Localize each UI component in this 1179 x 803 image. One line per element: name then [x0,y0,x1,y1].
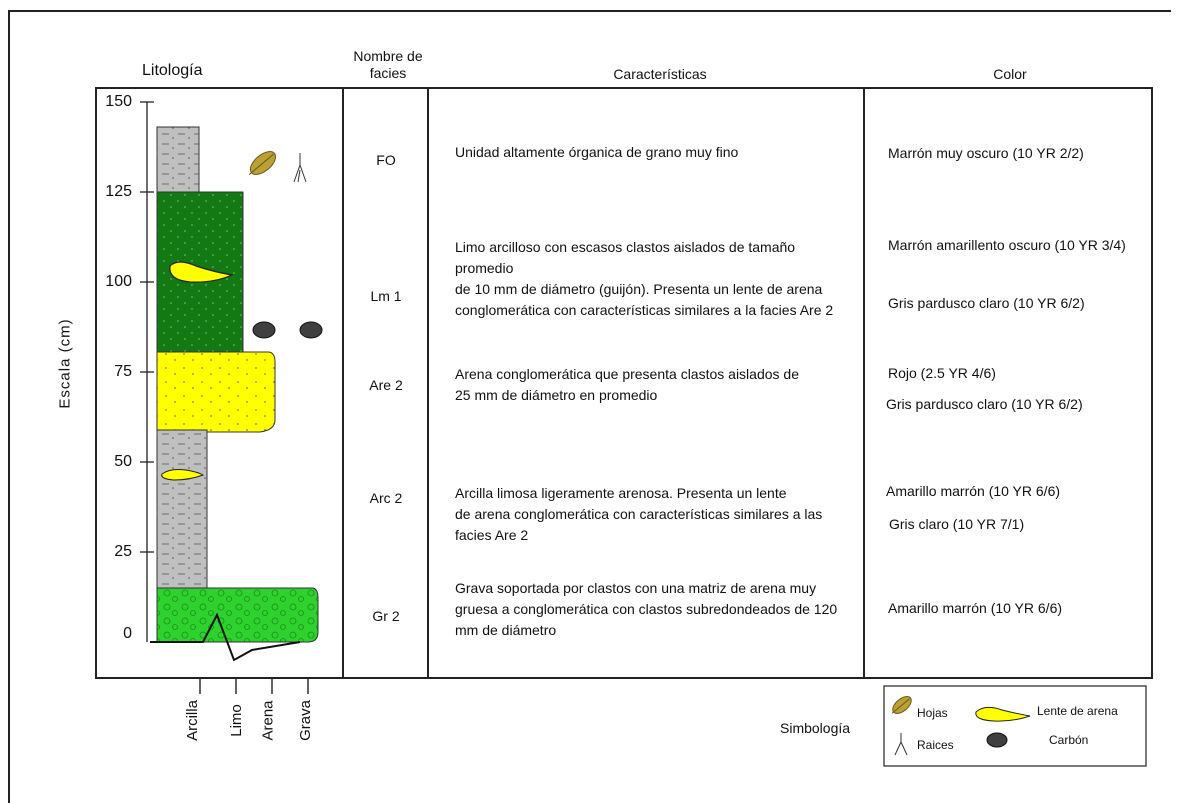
description-line: facies Are 2 [455,527,529,543]
description-fo: Unidad altamente órganica de grano muy f… [455,142,855,163]
roots-icon [293,153,307,183]
grain-label-arcilla: Arcilla [183,700,201,741]
legend-title: Simbología [780,720,851,736]
tick-label-125: 125 [105,183,132,200]
legend-box [883,685,1147,767]
tick-label-25: 25 [114,543,132,560]
facies-code-arc2: Arc 2 [369,490,403,506]
legend-label-hojas: Hojas [917,706,948,720]
grain-label-arena: Arena [259,700,277,741]
description-line: Arena conglomerática que presenta clasto… [455,366,799,382]
figure-frame [8,10,1171,803]
grain-size-axis [199,678,309,694]
color-are2-2: Gris pardusco claro (10 YR 6/2) [886,396,1083,412]
tick-label-150: 150 [105,93,132,110]
bed-fo [156,126,200,193]
description-line: 25 mm de diámetro en promedio [455,387,658,403]
description-lm1: Limo arcilloso con escasos clastos aisla… [455,237,855,321]
tick-label-100: 100 [105,273,132,290]
coal-icon [252,321,276,339]
description-line: de arena conglomerática con característi… [455,506,823,522]
tick-label-75: 75 [114,363,132,380]
bed-arc2 [156,429,208,589]
facies-code-are2: Are 2 [369,377,403,393]
facies-code-lm1: Lm 1 [370,288,402,304]
color-lm1-1: Marrón amarillento oscuro (10 YR 3/4) [888,237,1126,253]
coal-icon [299,321,323,339]
description-line: de 10 mm de diámetro (guijón). Presenta … [455,281,823,297]
legend-coal-icon [986,732,1008,748]
color-arc2-2: Gris claro (10 YR 7/1) [889,516,1025,532]
description-line: conglomerática con características simil… [455,302,834,318]
grain-label-limo: Limo [227,704,245,737]
tick-label-0: 0 [123,625,132,642]
table-frame [95,87,1153,679]
sand-lens-lm1 [169,261,235,283]
description-line: Limo arcilloso con escasos clastos aisla… [455,239,796,276]
legend-label-lente: Lente de arena [1037,704,1118,718]
tick-label-50: 50 [114,453,132,470]
description-line: Unidad altamente órganica de grano muy f… [455,144,739,160]
color-gr2-1: Amarillo marrón (10 YR 6/6) [888,600,1063,616]
facies-code-gr2: Gr 2 [372,608,400,624]
legend-label-carbon: Carbón [1049,733,1089,747]
color-lm1-2: Gris pardusco claro (10 YR 6/2) [888,295,1085,311]
description-gr2: Grava soportada por clastos con una matr… [455,578,855,641]
legend-roots-icon [894,733,908,756]
legend-lens-icon [975,706,1031,722]
bed-gr2 [156,587,319,643]
header-nombre-facies-line2: facies [369,65,407,81]
header-litologia: Litología [142,62,203,79]
description-line: mm de diámetro [455,622,557,638]
legend-label-raices: Raices [917,738,954,752]
base-zigzag [150,612,301,662]
facies-code-fo: FO [376,152,396,168]
color-are2-1: Rojo (2.5 YR 4/6) [888,365,996,381]
leaf-icon [248,151,277,175]
color-fo-1: Marrón muy oscuro (10 YR 2/2) [888,145,1084,161]
legend-leaf-icon [891,696,912,714]
description-line: gruesa a conglomerática con clastos subr… [455,601,838,617]
header-color: Color [993,66,1027,82]
description-line: Arcilla limosa ligeramente arenosa. Pres… [455,485,787,501]
header-nombre-facies-line1: Nombre de [353,48,423,64]
description-are2: Arena conglomerática que presenta clasto… [455,364,855,406]
color-arc2-1: Amarillo marrón (10 YR 6/6) [886,483,1061,499]
bed-are2 [156,351,276,433]
grain-label-grava: Grava [296,700,314,741]
header-caracteristicas: Características [613,66,707,82]
description-arc2: Arcilla limosa ligeramente arenosa. Pres… [455,483,855,546]
scale-axis [140,101,154,642]
sand-lens-arc2 [161,469,205,481]
description-line: Grava soportada por clastos con una matr… [455,580,817,596]
